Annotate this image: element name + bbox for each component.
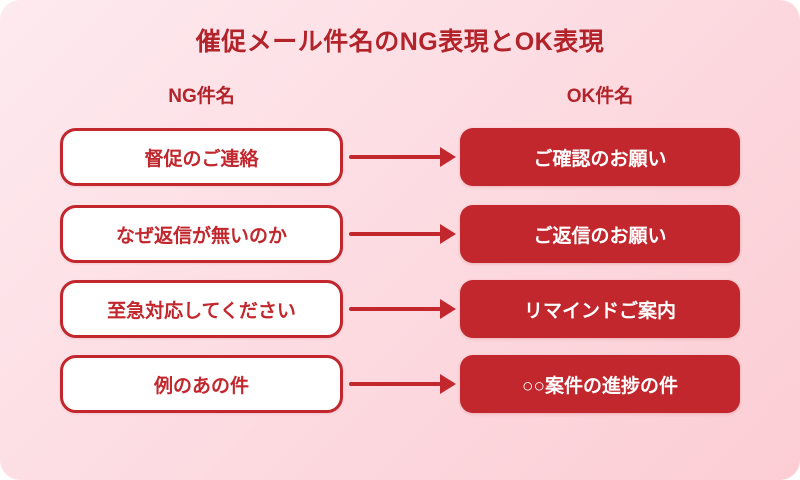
ok-subject-box: ご返信のお願い bbox=[460, 205, 740, 263]
ok-subject-label: ○○案件の進捗の件 bbox=[522, 375, 678, 397]
arrow-right-icon bbox=[349, 224, 456, 244]
arrow-line bbox=[349, 155, 441, 159]
ok-subject-box: ご確認のお願い bbox=[460, 128, 740, 186]
ng-subject-box: 督促のご連絡 bbox=[60, 128, 343, 186]
arrow-right-icon bbox=[349, 299, 456, 319]
comparison-row: 例のあの件 ○○案件の進捗の件 bbox=[0, 355, 800, 413]
arrow-head bbox=[440, 299, 456, 319]
ng-subject-label: なぜ返信が無いのか bbox=[115, 225, 287, 247]
page-title: 催促メール件名のNG表現とOK表現 bbox=[195, 28, 605, 56]
arrow-head bbox=[440, 147, 456, 167]
arrow-right-icon bbox=[349, 147, 456, 167]
ok-subject-label: ご返信のお願い bbox=[533, 225, 667, 247]
arrow-line bbox=[349, 232, 441, 236]
arrow-line bbox=[349, 307, 441, 311]
ng-column-header: NG件名 bbox=[168, 86, 235, 107]
ok-subject-label: リマインドご案内 bbox=[523, 300, 676, 322]
ng-subject-box: 至急対応してください bbox=[60, 280, 343, 338]
arrow-right-icon bbox=[349, 374, 456, 394]
comparison-row: 至急対応してください リマインドご案内 bbox=[0, 280, 800, 338]
ok-subject-box: リマインドご案内 bbox=[460, 280, 740, 338]
ng-subject-box: なぜ返信が無いのか bbox=[60, 205, 343, 263]
arrow-head bbox=[440, 374, 456, 394]
ok-subject-label: ご確認のお願い bbox=[533, 148, 667, 170]
arrow-line bbox=[349, 382, 441, 386]
ng-subject-label: 例のあの件 bbox=[153, 375, 249, 397]
ok-column-header: OK件名 bbox=[566, 86, 634, 107]
ok-subject-box: ○○案件の進捗の件 bbox=[460, 355, 740, 413]
comparison-row: なぜ返信が無いのか ご返信のお願い bbox=[0, 205, 800, 263]
comparison-row: 督促のご連絡 ご確認のお願い bbox=[0, 128, 800, 186]
ng-subject-label: 督促のご連絡 bbox=[144, 148, 259, 170]
ng-subject-label: 至急対応してください bbox=[107, 300, 296, 322]
arrow-head bbox=[440, 224, 456, 244]
ng-subject-box: 例のあの件 bbox=[60, 355, 343, 413]
